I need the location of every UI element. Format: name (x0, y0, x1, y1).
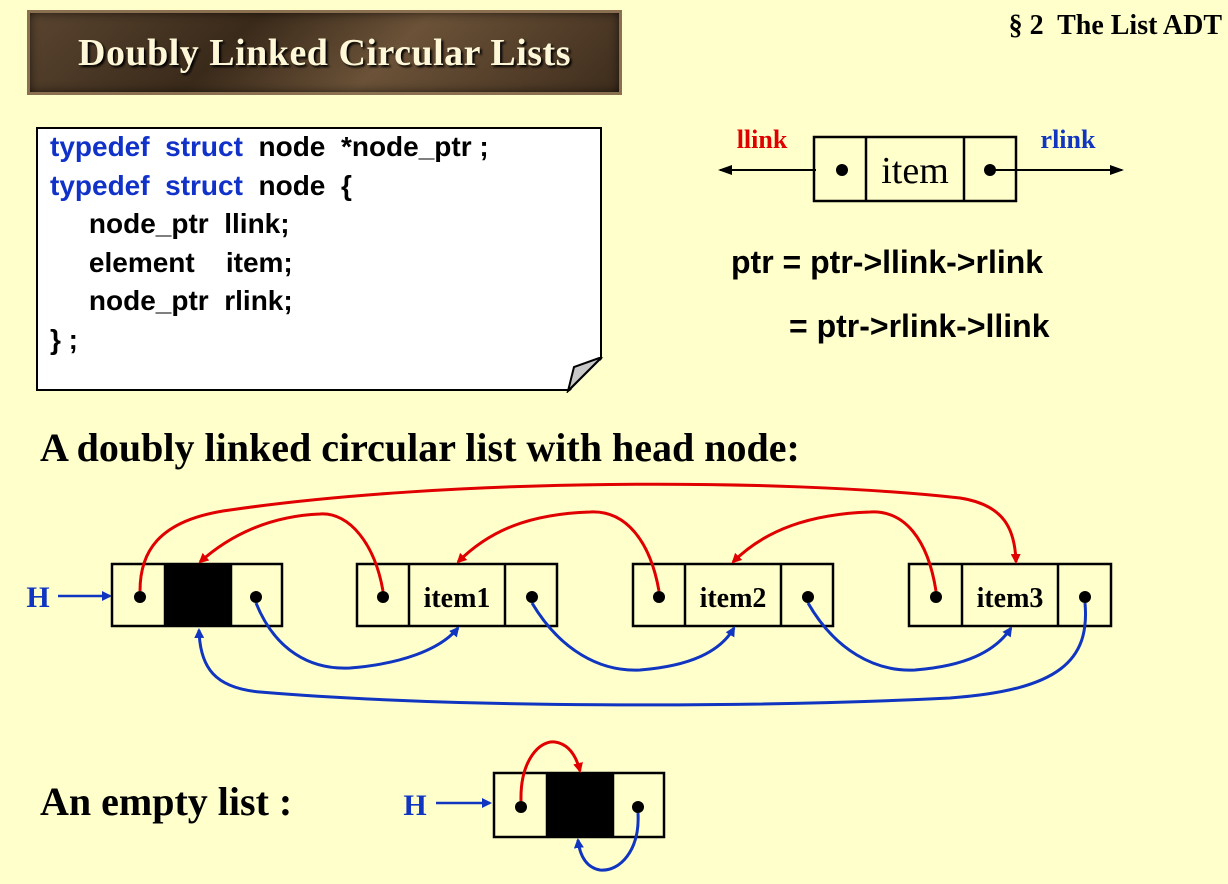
llink-arrow-2-to-1 (456, 510, 661, 592)
rlink-arrow-3-to-head (194, 602, 1088, 707)
empty-head-label: H (403, 789, 426, 822)
rlink-arrow-2-to-3 (806, 602, 1013, 672)
empty-list-diagram: H (403, 740, 666, 872)
llink-arrow-1-to-head (198, 512, 385, 592)
section-label: § 2 The List ADT (1008, 10, 1222, 41)
code-text: node *node_ptr ; (242, 131, 489, 162)
empty-llink-arrow (519, 740, 583, 802)
page-fold-icon (566, 357, 603, 393)
list-node-3: item3 (907, 562, 1113, 628)
list-heading: A doubly linked circular list with head … (40, 425, 800, 470)
node-structure-diagram: item llink rlink (718, 125, 1124, 203)
list-node-1: item1 (355, 562, 559, 628)
node-item-label: item3 (977, 583, 1044, 614)
page-title: Doubly Linked Circular Lists (78, 31, 571, 74)
code-line-1: typedef struct node *node_ptr ; (50, 128, 489, 167)
code-line-3: node_ptr llink; (50, 208, 290, 239)
code-line-2: typedef struct node { (50, 167, 489, 206)
code-keyword: typedef struct (50, 131, 243, 162)
title-banner: Doubly Linked Circular Lists (27, 10, 622, 95)
rlink-label: rlink (1041, 125, 1096, 154)
code-line-4: element item; (50, 246, 293, 278)
code-keyword: typedef struct (50, 169, 243, 201)
llink-label: llink (737, 125, 788, 154)
node-item-label: item2 (700, 583, 767, 614)
llink-arrow-3-to-2 (731, 510, 938, 592)
node-box (812, 135, 1018, 203)
rlink-arrow-1-to-2 (530, 602, 736, 672)
head-label: H (26, 581, 49, 614)
llink-arrow-head-to-3 (138, 482, 1021, 592)
llink-dot (836, 164, 848, 176)
list-node-2: item2 (631, 562, 835, 628)
code-block: typedef struct node *node_ptr ; typedef … (50, 128, 489, 359)
node-item-label: item1 (424, 583, 491, 614)
rlink-arrow-head-to-1 (254, 602, 460, 670)
equation-line-1: ptr = ptr->llink->rlink (731, 244, 1044, 280)
code-text: node { (242, 169, 352, 201)
code-box (36, 127, 602, 391)
node-item-label: item (881, 150, 949, 192)
code-line-6: } ; (50, 323, 78, 355)
circular-list-diagram: H item1 item2 (26, 482, 1113, 707)
head-node (110, 562, 284, 628)
empty-list-heading: An empty list : (40, 779, 293, 824)
rlink-dot (984, 164, 996, 176)
code-line-5: node_ptr rlink; (50, 285, 293, 316)
equation-line-2: = ptr->rlink->llink (789, 308, 1050, 344)
empty-rlink-arrow (573, 812, 640, 872)
